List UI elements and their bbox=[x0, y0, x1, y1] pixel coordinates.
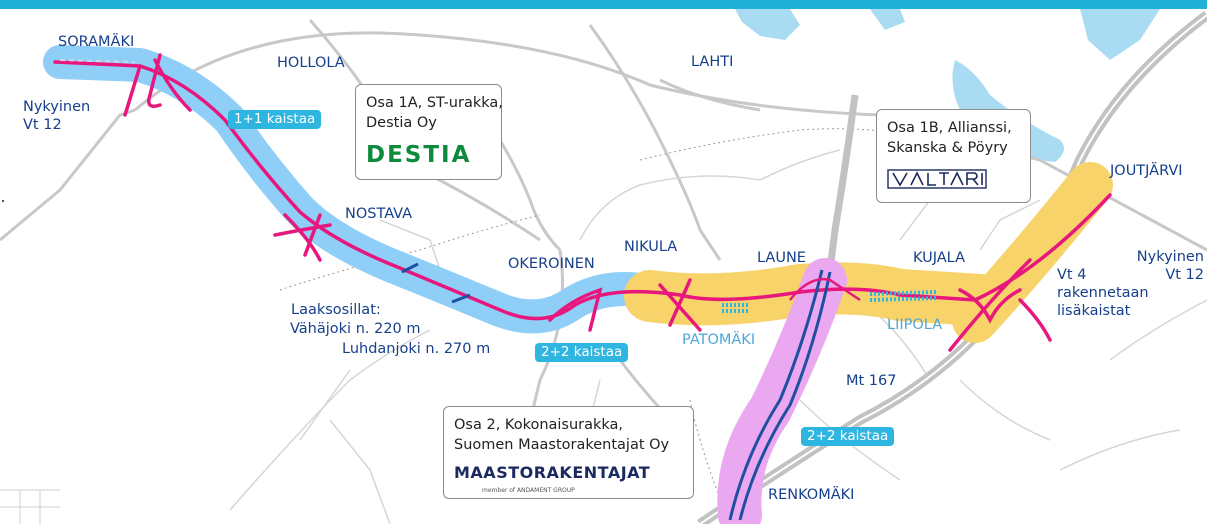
place-kujala: KUJALA bbox=[913, 250, 966, 266]
osa2-line1: Osa 2, Kokonaisurakka, bbox=[454, 417, 624, 433]
label-line: Vt 12 bbox=[23, 117, 62, 133]
municipal-boundaries bbox=[279, 128, 941, 524]
place-hollola: HOLLOLA bbox=[277, 55, 345, 71]
side-marker bbox=[2, 200, 4, 202]
label-nykyinen-vt12-right: Nykyinen Vt 12 bbox=[1130, 248, 1204, 284]
maastorakentajat-sublogo: member of ANDAMENT GROUP bbox=[482, 487, 575, 494]
place-patomaki: PATOMÄKI bbox=[682, 332, 756, 348]
mt167-north bbox=[826, 94, 859, 271]
current-vt12-dashed bbox=[59, 59, 136, 63]
label-line: Vt 4 bbox=[1057, 267, 1087, 283]
label-bridge-luhdanjoki: Luhdanjoki n. 270 m bbox=[342, 341, 491, 357]
label-line: lisäkaistat bbox=[1057, 303, 1131, 319]
label-bridge-vahajoki: Vähäjoki n. 220 m bbox=[290, 321, 421, 337]
place-liipola: LIIPOLA bbox=[887, 317, 943, 333]
label-vt4-lanes: Vt 4 rakennetaan lisäkaistat bbox=[1057, 266, 1149, 320]
lane-tag-2plus2-south: 2+2 kaistaa bbox=[801, 427, 895, 446]
osa1b-line1: Osa 1B, Allianssi, bbox=[887, 120, 1012, 136]
osa1b-line2: Skanska & Pöyry bbox=[887, 140, 1008, 156]
place-nostava: NOSTAVA bbox=[345, 206, 413, 222]
label-line: Nykyinen bbox=[1136, 249, 1204, 265]
place-joutjarvi: JOUTJÄRVI bbox=[1110, 163, 1183, 179]
label-line: rakennetaan bbox=[1057, 285, 1149, 301]
place-nikula: NIKULA bbox=[624, 239, 678, 255]
label-line: Nykyinen bbox=[23, 99, 91, 115]
existing-local-streets bbox=[229, 149, 1207, 524]
osa1a-line1: Osa 1A, ST-urakka, bbox=[366, 95, 503, 111]
interchange-ramps bbox=[789, 277, 861, 302]
pedestrian-bridges bbox=[722, 290, 939, 313]
osa1a-line2: Destia Oy bbox=[366, 115, 437, 131]
place-lahti: LAHTI bbox=[691, 54, 734, 70]
maastorakentajat-logo: MAASTORAKENTAJAT bbox=[454, 463, 651, 482]
osa2-line2: Suomen Maastorakentajat Oy bbox=[454, 437, 670, 453]
info-box-osa1a: Osa 1A, ST-urakka, Destia Oy DESTIA bbox=[355, 84, 503, 180]
grid-decoration bbox=[0, 489, 60, 524]
lane-tag-1plus1: 1+1 kaistaa bbox=[228, 110, 322, 129]
place-okeroinen: OKEROINEN bbox=[508, 256, 595, 272]
label-nykyinen-vt12-left: Nykyinen Vt 12 bbox=[23, 98, 90, 134]
info-box-osa2: Osa 2, Kokonaisurakka, Suomen Maastorake… bbox=[443, 406, 694, 499]
top-accent-bar bbox=[0, 0, 1207, 9]
mt167-road bbox=[728, 269, 832, 521]
info-box-osa1b: Osa 1B, Allianssi, Skanska & Pöyry bbox=[876, 109, 1031, 203]
valley-bridges bbox=[401, 262, 471, 304]
label-mt167: Mt 167 bbox=[846, 373, 897, 389]
place-renkomaki: RENKOMÄKI bbox=[768, 487, 855, 503]
label-line: Vt 12 bbox=[1165, 267, 1204, 283]
destia-logo: DESTIA bbox=[366, 142, 472, 168]
place-laune: LAUNE bbox=[757, 250, 806, 266]
lane-tag-2plus2-west: 2+2 kaistaa bbox=[535, 343, 629, 362]
valtari-logo-icon bbox=[887, 169, 987, 189]
label-bridges-title: Laaksosillat: bbox=[291, 302, 381, 318]
place-soramaki: SORAMÄKI bbox=[58, 34, 135, 50]
